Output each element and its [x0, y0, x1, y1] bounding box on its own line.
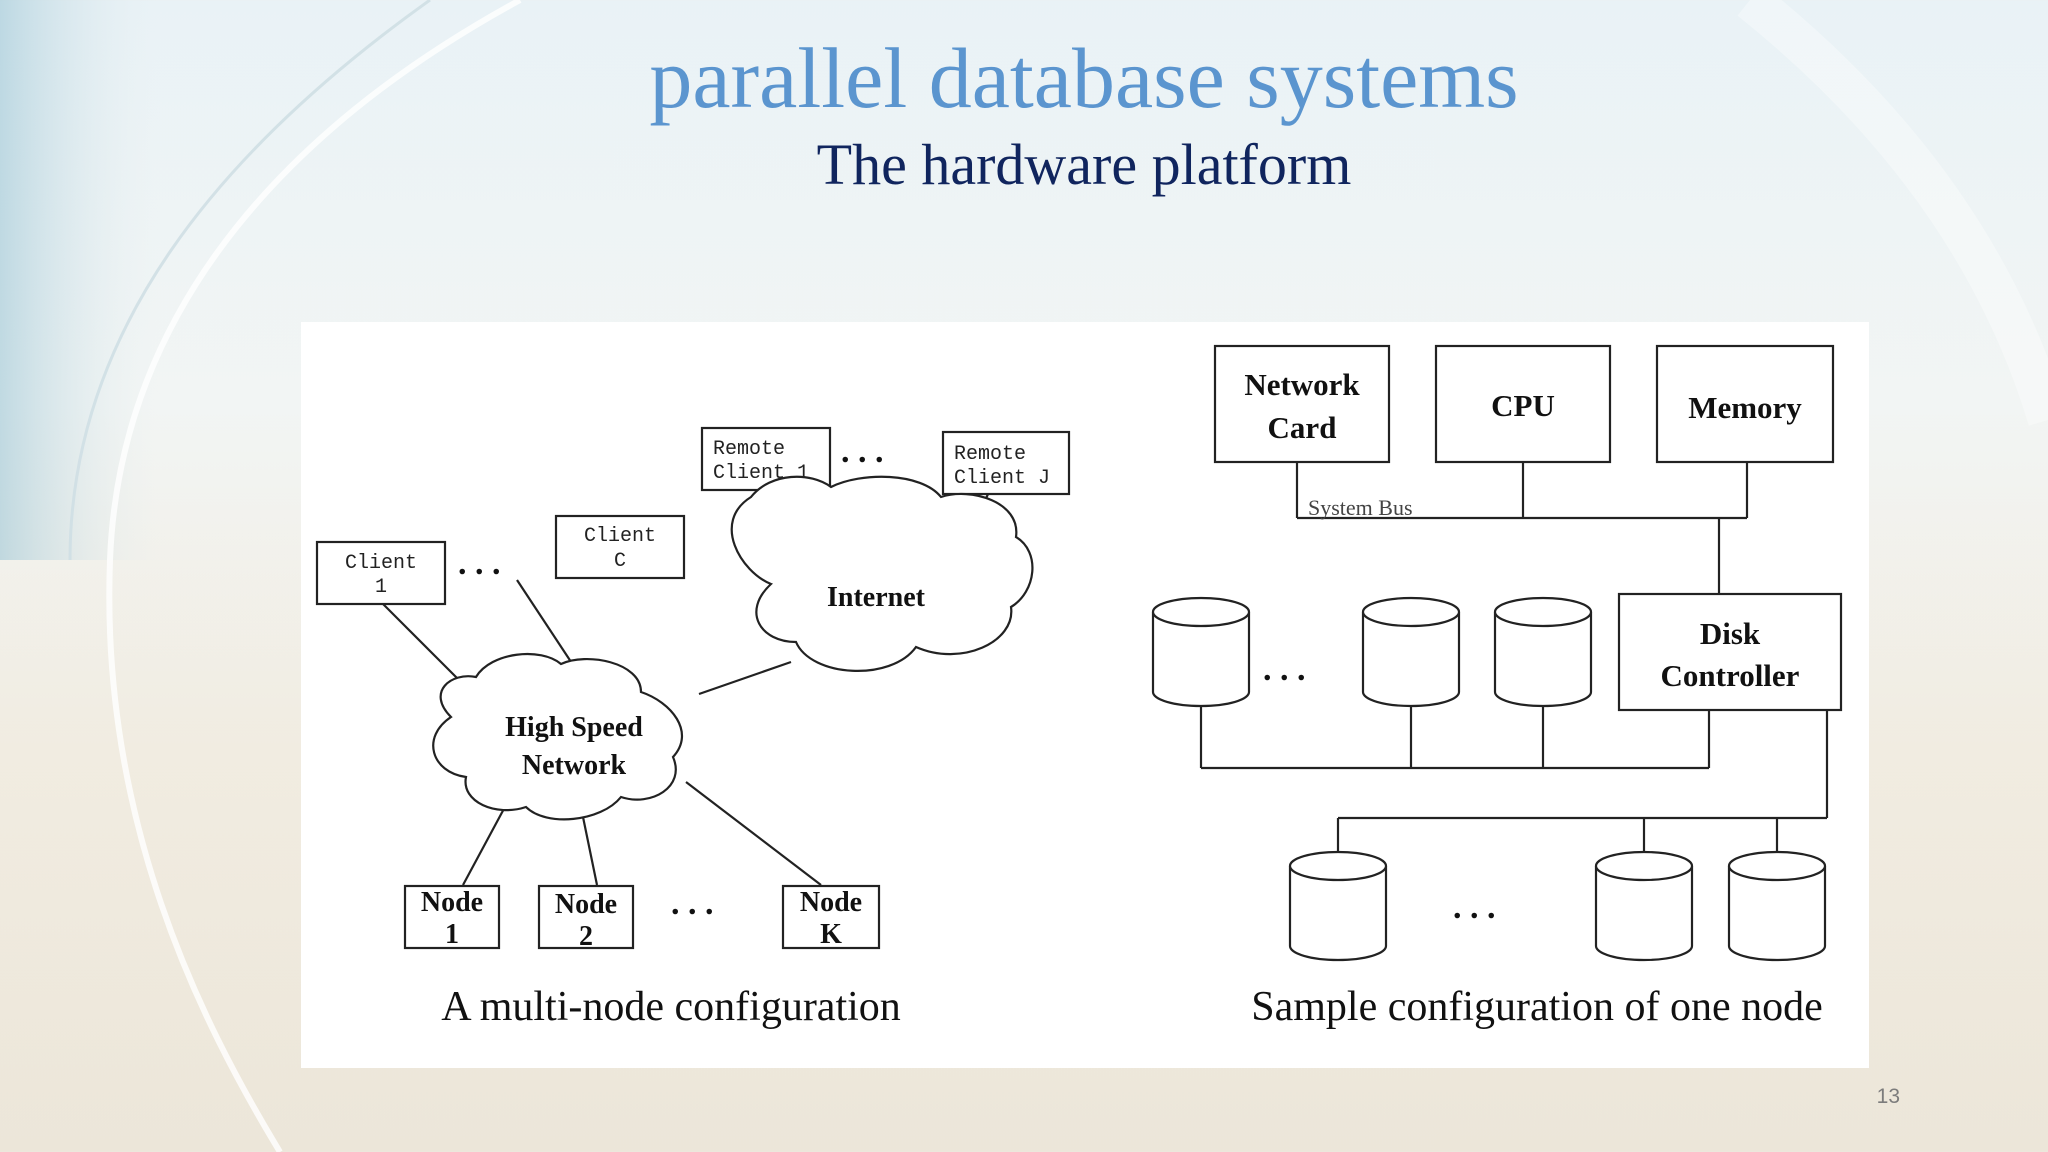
upper-disk-1: [1151, 596, 1251, 708]
left-caption: A multi-node configuration: [441, 984, 901, 1030]
node-2-number: 2: [579, 921, 593, 952]
left-connection-lines: [380, 491, 990, 886]
remote-clients-ellipsis: . . .: [841, 433, 884, 470]
client-c-letter: C: [614, 550, 626, 573]
node-1-label: Node: [421, 887, 483, 918]
disk-controller-label-line1: Disk: [1700, 616, 1761, 651]
remote-client-j-letter: Client J: [954, 467, 1050, 490]
lower-disks-ellipsis: . . .: [1453, 889, 1496, 926]
upper-disk-bus: [1199, 706, 1711, 770]
network-label-line1: High Speed: [505, 712, 643, 743]
memory-box: [1655, 344, 1835, 464]
upper-disk-2: [1361, 596, 1461, 708]
right-caption: Sample configuration of one node: [1251, 984, 1823, 1030]
lower-disk-bus: [1336, 710, 1829, 856]
network-card-label-line2: Card: [1268, 410, 1337, 445]
node-1-box: [403, 884, 501, 950]
internet-cloud: [730, 475, 1034, 672]
client-1-label: Client: [345, 552, 417, 575]
nodes-ellipsis: . . .: [671, 885, 714, 922]
disk-controller-box: [1617, 592, 1843, 712]
disk-controller-label-line2: Controller: [1661, 658, 1800, 693]
slide-subtitle: The hardware platform: [816, 132, 1352, 197]
client-1-box: [315, 540, 447, 606]
slide-number: 13: [1876, 1085, 1900, 1108]
network-label-line2: Network: [522, 750, 627, 781]
slide-title: parallel database systems: [649, 30, 1519, 126]
client-c-box: [554, 514, 686, 580]
upper-disks-ellipsis: . . .: [1263, 651, 1306, 688]
node-2-label: Node: [555, 889, 617, 920]
remote-client-j-label: Remote: [954, 443, 1026, 466]
network-card-box: [1213, 344, 1391, 464]
client-c-label: Client: [584, 525, 656, 548]
cpu-box: [1434, 344, 1612, 464]
upper-disk-3: [1493, 596, 1593, 708]
lower-disk-3: [1727, 850, 1827, 962]
lower-disk-2: [1594, 850, 1694, 962]
clients-ellipsis: . . .: [458, 545, 501, 582]
remote-client-1-label: Remote: [713, 438, 785, 461]
node-k-label: Node: [800, 887, 862, 918]
cpu-label: CPU: [1491, 388, 1555, 423]
network-card-label-line1: Network: [1244, 367, 1360, 402]
client-1-number: 1: [375, 576, 387, 599]
node-1-number: 1: [445, 919, 459, 950]
lower-disk-1: [1288, 850, 1388, 962]
node-k-box: [781, 884, 881, 950]
internet-label: Internet: [827, 582, 926, 613]
node-k-letter: K: [820, 919, 842, 950]
remote-client-j-box: [941, 430, 1071, 496]
node-2-box: [537, 884, 635, 950]
system-bus-lines: [1295, 462, 1749, 594]
system-bus-label: System Bus: [1308, 495, 1413, 520]
high-speed-network-cloud: [432, 652, 684, 821]
memory-label: Memory: [1688, 390, 1802, 425]
hardware-diagram: Client 1 . . . Client C Remote Client 1 …: [301, 322, 1869, 1068]
